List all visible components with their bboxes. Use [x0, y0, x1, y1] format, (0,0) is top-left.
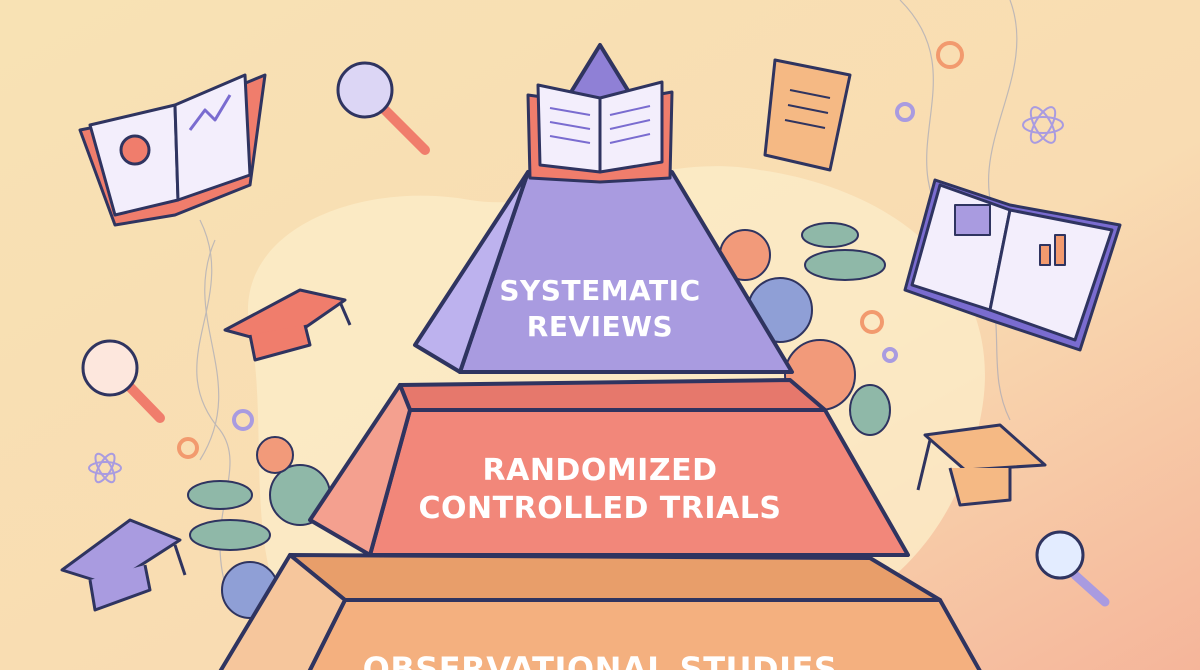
tier-observational-studies	[218, 553, 982, 670]
tier-label-line: RANDOMIZED	[483, 453, 718, 488]
scroll-icon	[763, 58, 852, 172]
magnifier-icon	[81, 339, 165, 423]
graduation-cap-icon	[916, 423, 1047, 507]
gear-icon	[177, 41, 964, 459]
magnifier-icon	[336, 61, 430, 155]
atom-icon	[88, 106, 1064, 484]
tier-label-line: SYSTEMATIC	[499, 274, 700, 307]
open-book-icon	[526, 80, 674, 184]
magnifier-icon	[1035, 530, 1110, 607]
tier-randomized-controlled-trials	[308, 378, 910, 557]
tier-label-line: REVIEWS	[527, 310, 673, 343]
tier-label-line: OBSERVATIONAL STUDIES	[363, 650, 838, 670]
graduation-cap-icon	[60, 518, 187, 612]
open-book-icon	[78, 73, 267, 227]
tier-label-line: CONTROLLED TRIALS	[419, 491, 782, 526]
graduation-cap-icon	[223, 288, 352, 362]
open-book-icon	[903, 178, 1122, 352]
